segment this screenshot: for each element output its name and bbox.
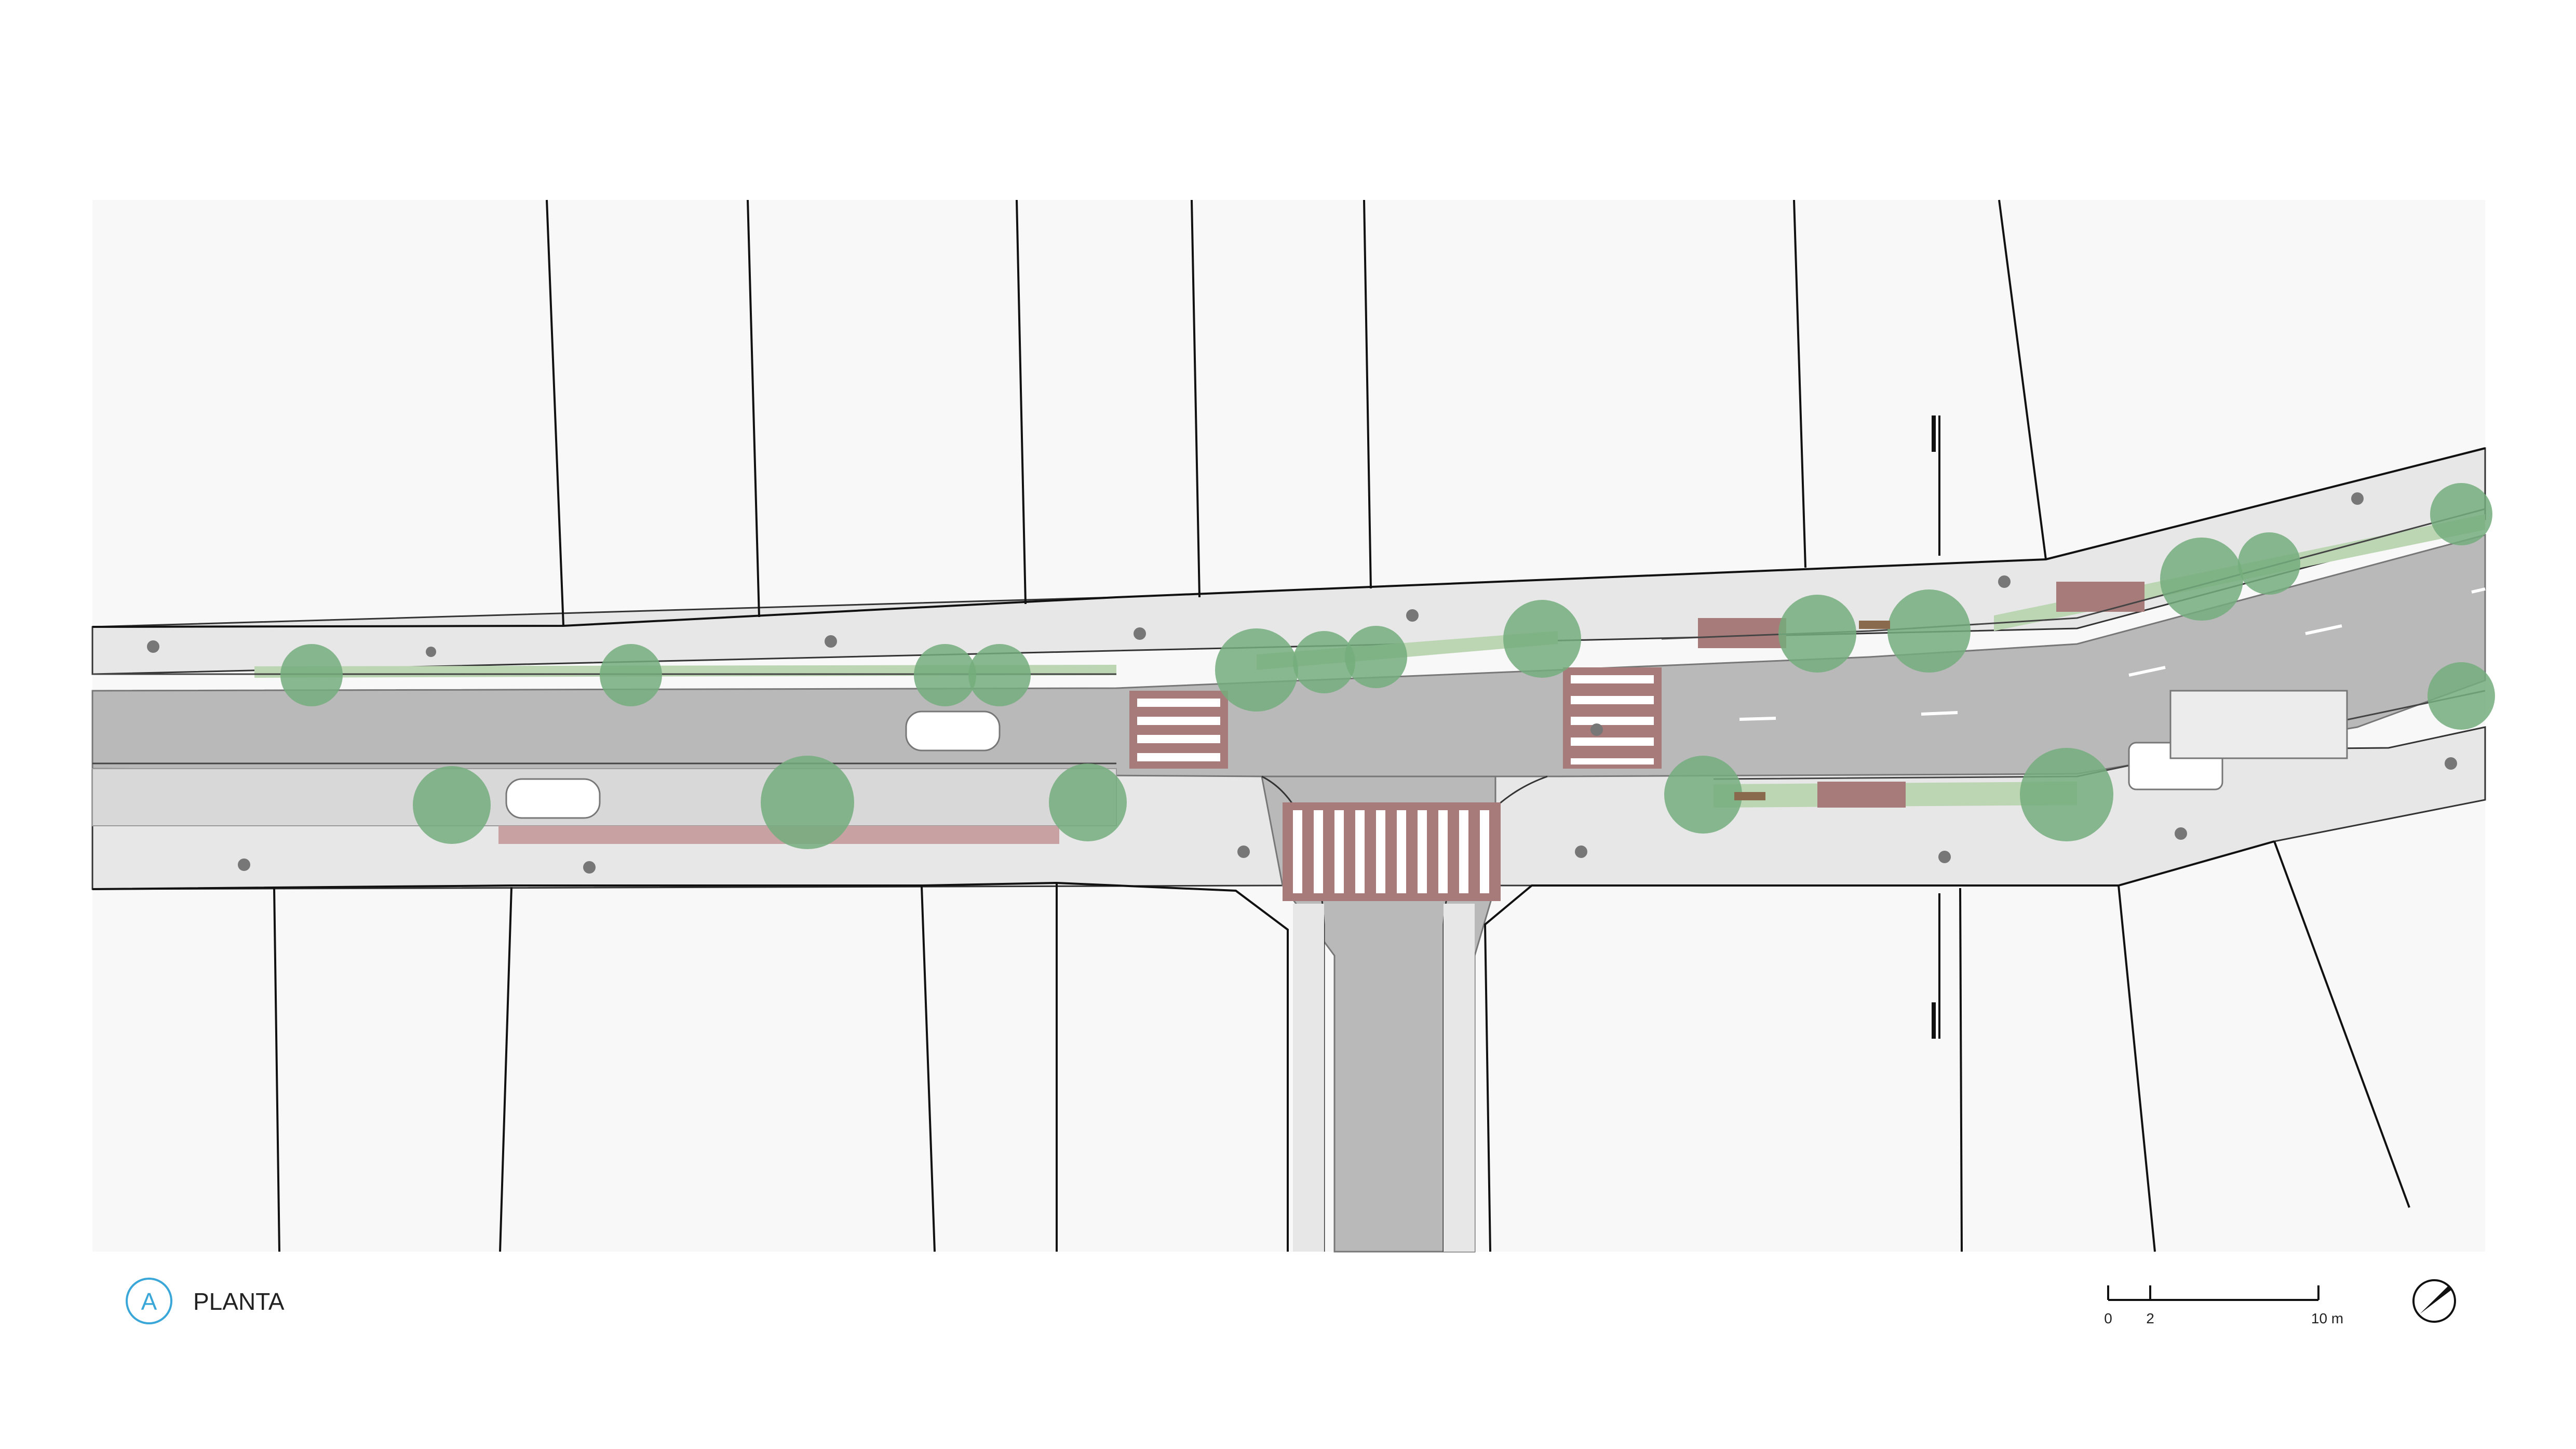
pedestrian-icon [1590,723,1603,736]
tree-icon [2430,483,2492,545]
car-icon [505,778,601,819]
caption-title: PLANTA [193,1288,285,1315]
lot-lines-south [92,840,2410,1252]
south-parking-lane [92,768,1117,826]
car-icon [905,710,1001,752]
pedestrian-icon [583,861,596,874]
tree-icon [2238,532,2300,595]
bike-lane-north-east [2056,582,2145,612]
pedestrian-icon [147,640,159,653]
pedestrian-icon [1406,609,1419,622]
pedestrian-icon [1938,851,1951,863]
tree-icon [968,644,1031,706]
section-mark-south [1932,1002,1936,1039]
scale-tick-2: 2 [2146,1310,2154,1326]
pedestrian-icon [426,647,436,657]
tree-icon [413,766,491,844]
caption-letter: A [141,1288,157,1315]
tree-icon [1887,589,1971,673]
pedestrian-icon [2351,492,2364,505]
pedestrian-icon [238,858,250,871]
tree-icon [1503,600,1581,678]
caption-badge [126,1278,172,1324]
side-street-east-sidewalk [1444,904,1475,1252]
north-arrow-icon [2412,1279,2456,1323]
tree-icon [2160,538,2243,621]
pedestrian-icon [825,635,837,648]
scale-tick-0: 0 [2104,1310,2112,1326]
tree-icon [761,756,854,849]
tree-icon [2020,748,2113,841]
bench-icon [1734,792,1765,800]
pedestrians [147,492,2457,874]
side-street-west-sidewalk [1293,904,1324,1252]
pedestrian-icon [2175,827,2187,840]
crosswalk-east-stripes [1571,675,1654,764]
tree-icon [600,644,662,706]
trees [280,483,2495,849]
tree-icon [2427,662,2495,730]
cars [505,690,2348,819]
crosswalk-south-stripes [1293,810,1489,893]
tree-icon [1293,631,1355,693]
scale-tick-10: 10 m [2311,1310,2343,1326]
bike-lane-south-east [1817,782,1906,808]
lot-lines-north [92,199,2486,628]
bench-icon [1859,621,1890,629]
crosswalk-west-stripes [1137,699,1220,761]
pedestrian-icon [2445,757,2457,770]
pedestrian-icon [1237,846,1250,858]
tree-icon [280,644,343,706]
tree-icon [1345,626,1407,688]
tree-icon [1215,628,1298,712]
pedestrian-icon [1134,627,1146,640]
lane-markings [1739,587,2486,721]
pedestrian-icon [1998,575,2011,588]
tree-icon [1664,756,1742,834]
benches [1734,621,1890,800]
truck-icon [2169,690,2348,759]
section-mark-north [1932,415,1936,452]
tree-icon [1778,595,1856,673]
scale-bar [2107,1285,2319,1301]
tree-icon [1049,763,1127,841]
pedestrian-icon [1575,846,1587,858]
bike-lane-north [1698,618,1786,648]
tree-icon [914,644,976,706]
